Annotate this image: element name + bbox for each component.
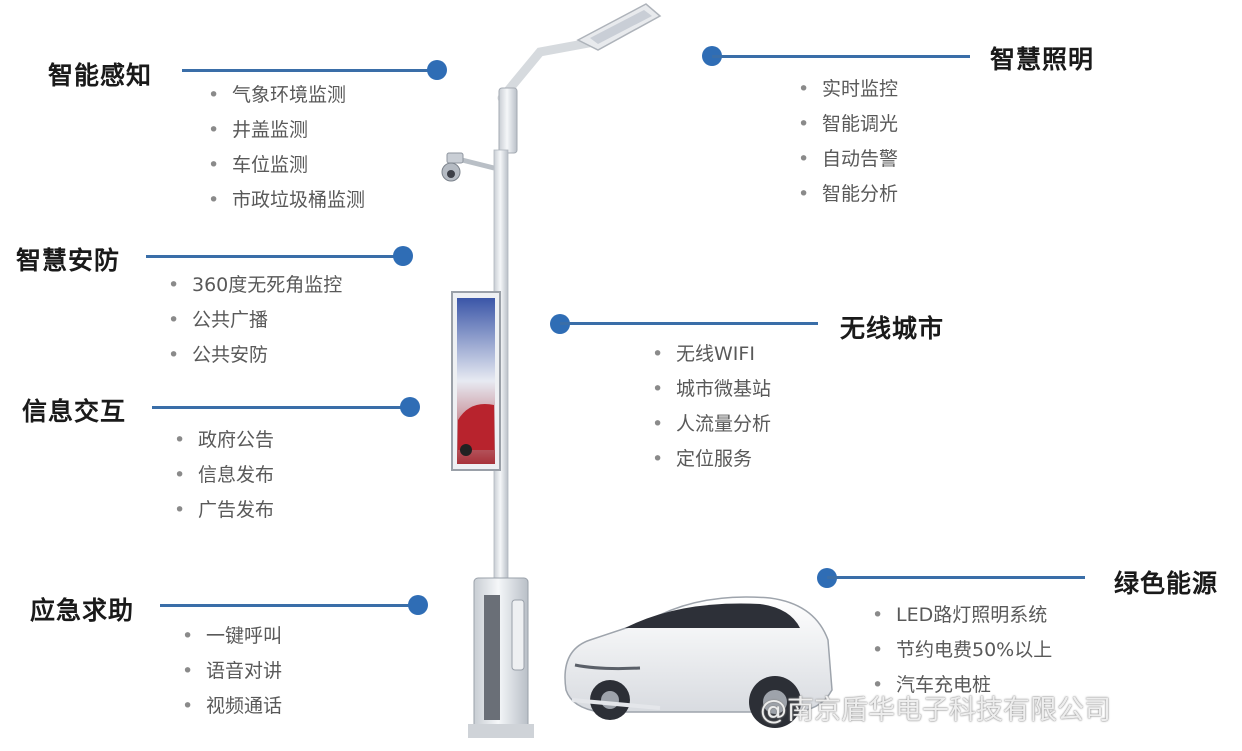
watermark: @南京盾华电子科技有限公司 (760, 695, 1111, 726)
section-title-lighting: 智慧照明 (990, 45, 1095, 74)
list-item: 实时监控 (798, 72, 898, 107)
list-item: 汽车充电桩 (872, 668, 1052, 703)
list-item: 公共广播 (168, 303, 342, 338)
pole-base (468, 577, 534, 738)
list-item: 视频通话 (182, 689, 282, 724)
list-item: 车位监测 (208, 148, 365, 183)
section-title-energy: 绿色能源 (1114, 569, 1219, 598)
list-item: 市政垃圾桶监测 (208, 183, 365, 218)
lamp-head (576, 3, 662, 51)
list-item: 信息发布 (174, 458, 274, 493)
list-item: 井盖监测 (208, 113, 365, 148)
connector-line (152, 406, 410, 409)
list-item: 自动告警 (798, 142, 898, 177)
list-item: 语音对讲 (182, 654, 282, 689)
list-item: 城市微基站 (652, 372, 771, 407)
connector-line (182, 69, 438, 72)
section-title-wireless: 无线城市 (840, 314, 945, 343)
list-item: 360度无死角监控 (168, 268, 342, 303)
perception-list: 气象环境监测 井盖监测 车位监测 市政垃圾桶监测 (208, 78, 365, 218)
section-title-emergency: 应急求助 (30, 596, 135, 625)
connector-line (827, 576, 1085, 579)
car-illustration (564, 596, 833, 728)
section-title-info: 信息交互 (22, 397, 127, 426)
connector-line (160, 604, 418, 607)
list-item: 一键呼叫 (182, 619, 282, 654)
list-item: 气象环境监测 (208, 78, 365, 113)
connector-dot (408, 595, 428, 615)
wireless-list: 无线WIFI 城市微基站 人流量分析 定位服务 (652, 337, 771, 477)
section-title-perception: 智能感知 (48, 61, 153, 90)
connector-line (560, 322, 818, 325)
list-item: 人流量分析 (652, 407, 771, 442)
list-item: 广告发布 (174, 493, 274, 528)
list-item: 智能分析 (798, 177, 898, 212)
list-item: 节约电费50%以上 (872, 633, 1052, 668)
emergency-list: 一键呼叫 语音对讲 视频通话 (182, 619, 282, 724)
ad-panel (451, 291, 501, 471)
energy-list: LED路灯照明系统 节约电费50%以上 汽车充电桩 (872, 598, 1052, 703)
connector-line (712, 55, 970, 58)
connector-dot (427, 60, 447, 80)
security-list: 360度无死角监控 公共广播 公共安防 (168, 268, 342, 373)
info-list: 政府公告 信息发布 广告发布 (174, 423, 274, 528)
list-item: 智能调光 (798, 107, 898, 142)
connector-dot (400, 397, 420, 417)
connector-dot (393, 246, 413, 266)
list-item: 无线WIFI (652, 337, 771, 372)
camera-icon (441, 152, 464, 182)
connector-line (146, 255, 404, 258)
list-item: 定位服务 (652, 442, 771, 477)
list-item: 政府公告 (174, 423, 274, 458)
sensor-box (498, 87, 518, 154)
list-item: 公共安防 (168, 338, 342, 373)
section-title-security: 智慧安防 (16, 246, 121, 275)
list-item: LED路灯照明系统 (872, 598, 1052, 633)
lamp-arm (497, 35, 610, 103)
lighting-list: 实时监控 智能调光 自动告警 智能分析 (798, 72, 898, 212)
